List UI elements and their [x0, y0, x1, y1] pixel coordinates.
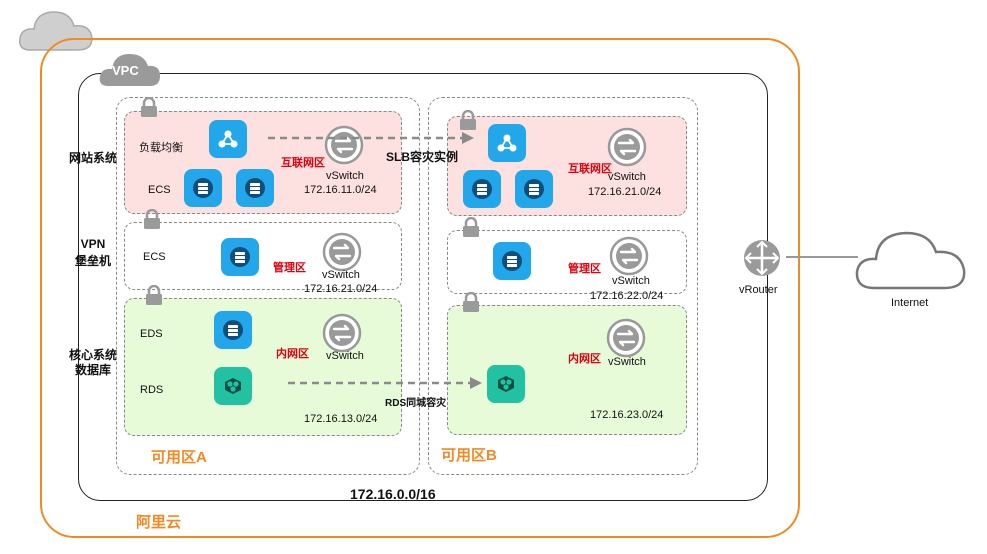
- lock-icon: [462, 292, 480, 312]
- row-label-web: 网站系统: [68, 151, 117, 165]
- load-balancer-icon: [496, 132, 518, 154]
- rds-icon: [495, 373, 517, 395]
- eds-instance[interactable]: [214, 311, 252, 349]
- row-label-core: 核心系统: [68, 348, 117, 362]
- ecs-instance[interactable]: [236, 169, 274, 207]
- internet-zone-label: 互联网区: [281, 157, 325, 169]
- ecs-label: ECS: [148, 184, 171, 196]
- vswitch-label: vSwitch: [608, 171, 646, 183]
- ecs-icon: [244, 177, 266, 199]
- subnet-cidr: 172.16.13.0/24: [304, 413, 378, 425]
- vswitch-icon[interactable]: [609, 236, 649, 276]
- ecs-instance[interactable]: [184, 169, 222, 207]
- row-label-bastion: 堡垒机: [74, 254, 111, 268]
- lock-icon: [143, 209, 161, 229]
- region-label: 阿里云: [136, 514, 182, 531]
- slb-service[interactable]: [209, 120, 247, 158]
- zone-b-mgmt-subnet: [447, 230, 687, 294]
- rds-instance[interactable]: [214, 367, 252, 405]
- mgmt-zone-label: 管理区: [273, 262, 306, 274]
- subnet-cidr: 172.16.21.0/24: [588, 186, 662, 198]
- subnet-cidr: 172.16.21.0/24: [304, 283, 378, 295]
- ecs-icon: [471, 178, 493, 200]
- mgmt-zone-label: 管理区: [568, 263, 601, 275]
- vpc-cidr: 172.16.0.0/16: [350, 486, 436, 502]
- vswitch-label: vSwitch: [326, 350, 364, 362]
- ecs-instance[interactable]: [221, 238, 259, 276]
- rds-dr-arrow: [288, 377, 482, 389]
- zone-a-label: 可用区A: [151, 449, 207, 466]
- rds-icon: [222, 375, 244, 397]
- lock-icon: [462, 217, 480, 237]
- load-balancer-label: 负载均衡: [139, 142, 183, 154]
- zone-a: [116, 97, 420, 475]
- router-icon[interactable]: [742, 238, 782, 278]
- slb-dr-arrow: [268, 132, 474, 144]
- row-label-vpn: VPN: [80, 237, 106, 251]
- internet-cloud-icon: [855, 231, 966, 290]
- rds-instance[interactable]: [487, 365, 525, 403]
- ecs-instance[interactable]: [493, 242, 531, 280]
- ecs-icon: [229, 246, 251, 268]
- eds-label: EDS: [140, 328, 163, 340]
- internet-label: Internet: [891, 297, 929, 309]
- load-balancer-icon: [217, 128, 239, 150]
- vswitch-label: vSwitch: [322, 269, 360, 281]
- vpc-boundary: [78, 73, 768, 501]
- subnet-cidr: 172.16.23.0/24: [590, 409, 664, 421]
- vswitch-icon[interactable]: [322, 232, 362, 272]
- slb-dr-label: SLB容灾实例: [386, 150, 459, 164]
- rds-label: RDS: [140, 384, 164, 396]
- ecs-label: ECS: [143, 251, 166, 263]
- internal-zone-label: 内网区: [568, 353, 601, 365]
- row-label-database: 数据库: [74, 363, 111, 377]
- subnet-cidr: 172.16.11.0/24: [304, 184, 377, 196]
- vswitch-icon[interactable]: [607, 127, 647, 167]
- internet-link: [786, 256, 858, 258]
- region-boundary: [40, 38, 800, 538]
- subnet-cidr: 172.16.22.0/24: [590, 290, 664, 302]
- vswitch-label: vSwitch: [608, 356, 646, 368]
- vswitch-label: vSwitch: [326, 170, 364, 182]
- ecs-instance[interactable]: [463, 170, 501, 208]
- ecs-icon: [222, 319, 244, 341]
- vswitch-icon[interactable]: [322, 313, 362, 353]
- vswitch-icon[interactable]: [606, 318, 646, 358]
- internal-zone-label: 内网区: [276, 348, 309, 360]
- ecs-instance[interactable]: [515, 170, 553, 208]
- rds-dr-label: RDS同城容灾: [385, 398, 447, 409]
- ecs-icon: [523, 178, 545, 200]
- zone-b-label: 可用区B: [441, 447, 497, 464]
- internet-zone-label: 互联网区: [568, 163, 612, 175]
- vpc-label: VPC: [112, 63, 139, 78]
- ecs-icon: [192, 177, 214, 199]
- slb-service[interactable]: [488, 124, 526, 162]
- zone-b: [428, 97, 698, 475]
- ecs-icon: [501, 250, 523, 272]
- vpc-cloud-icon: [99, 54, 160, 86]
- lock-icon: [140, 97, 158, 117]
- router-label: vRouter: [739, 284, 778, 296]
- lock-icon: [145, 285, 163, 305]
- vswitch-label: vSwitch: [612, 275, 650, 287]
